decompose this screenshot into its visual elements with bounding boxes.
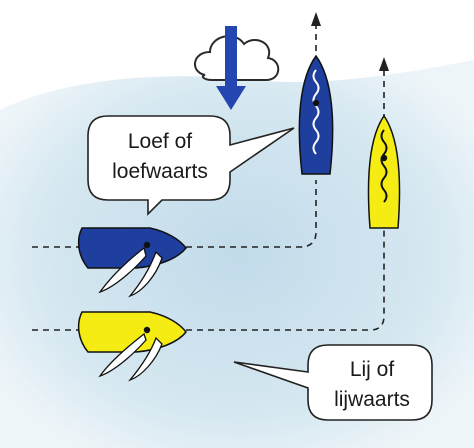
- leeward-label-line1: Lij of: [350, 358, 395, 381]
- leeward-label-line2: lijwaarts: [334, 388, 410, 411]
- leeward-track-arrowhead: [379, 57, 389, 71]
- windward-track-arrowhead: [311, 12, 321, 26]
- windward-label-line2: loefwaarts: [112, 160, 208, 183]
- windward-boat-upright: [299, 56, 332, 174]
- windward-label-line1: Loef of: [128, 130, 192, 153]
